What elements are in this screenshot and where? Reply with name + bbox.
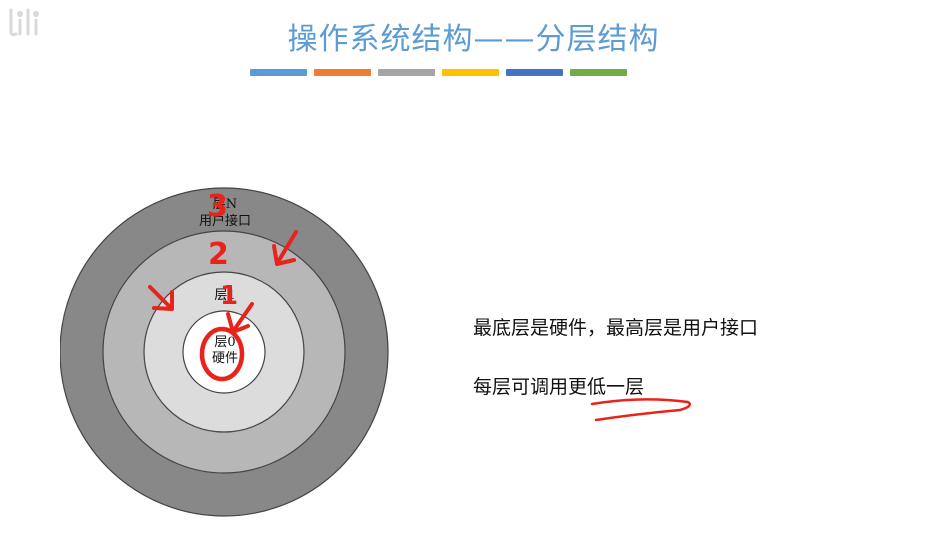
description-line-2-plain: 每层可调用 <box>473 376 569 398</box>
bilibili-watermark-icon <box>9 8 39 37</box>
underline-squiggle <box>590 398 691 422</box>
layer-0-label: 层0 <box>214 335 236 350</box>
title-bar-4 <box>442 69 499 76</box>
description-line-2: 每层可调用更低一层 <box>473 372 644 399</box>
title-bar-3 <box>378 69 435 76</box>
title-bar-5 <box>506 69 563 76</box>
layered-structure-diagram: 层N 用户接口 层1 层0 硬件 <box>60 180 400 525</box>
title-bar-1 <box>250 69 307 76</box>
slide-title: 操作系统结构——分层结构 <box>287 22 660 57</box>
description-line-2-underlined: 更低一层 <box>568 376 645 398</box>
title-color-bars <box>250 69 632 77</box>
title-bar-6 <box>570 69 627 76</box>
layer-n-sublabel: 用户接口 <box>198 214 251 229</box>
layer-n-label: 层N <box>212 197 238 212</box>
description-line-1: 最底层是硬件，最高层是用户接口 <box>473 317 759 339</box>
title-bar-2 <box>314 69 371 76</box>
layer-0-sublabel: 硬件 <box>211 351 238 366</box>
layer-1-label: 层1 <box>214 288 236 303</box>
